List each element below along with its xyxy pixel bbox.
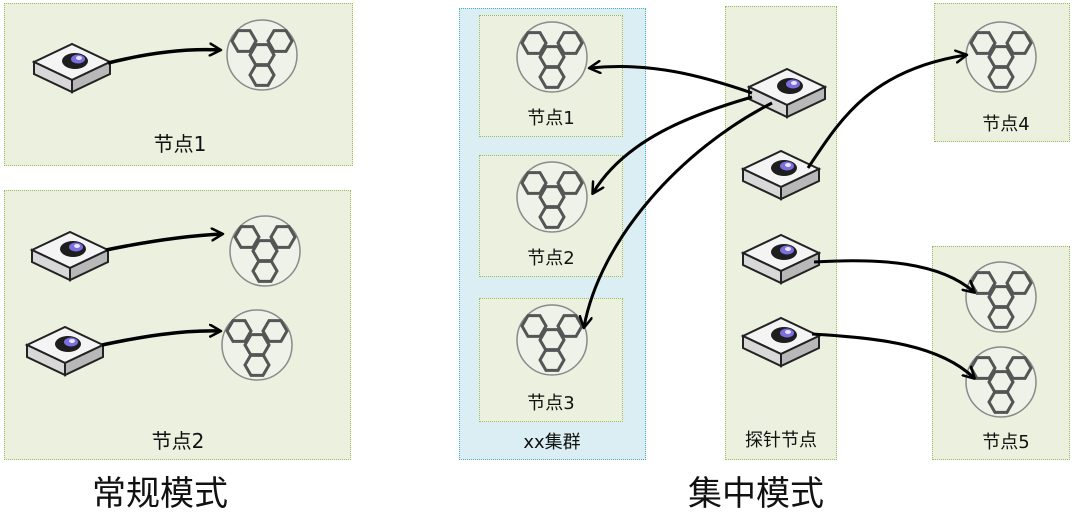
node4-label: 节点4: [982, 114, 1030, 135]
cluster-node2-label: 节点2: [527, 248, 575, 269]
hexagon-cluster-icon: [515, 160, 589, 234]
cluster-node3-label: 节点3: [527, 393, 575, 414]
arrow-icon: [101, 331, 220, 347]
probe-device-icon: [742, 234, 820, 284]
hexagon-cluster-icon: [228, 214, 302, 288]
mode-title-left: 常规模式: [92, 474, 228, 514]
hexagon-cluster-icon: [225, 18, 299, 92]
diagram-canvas: [26, 18, 1038, 419]
probe-device-icon: [33, 43, 111, 93]
arrow-icon: [105, 234, 222, 252]
hexagon-cluster-icon: [964, 260, 1038, 334]
arrow-icon: [806, 55, 966, 169]
probe-device-icon: [26, 326, 104, 376]
arrow-icon: [811, 332, 974, 378]
probe-device-icon: [31, 231, 109, 281]
hexagon-cluster-icon: [964, 20, 1038, 94]
node1-label: 节点1: [153, 132, 207, 156]
mode-title-right: 集中模式: [688, 474, 824, 514]
probe-device-icon: [742, 150, 820, 200]
probe-device-icon: [742, 317, 820, 367]
cluster-node1-label: 节点1: [527, 108, 575, 129]
arrow-icon: [813, 259, 974, 292]
hexagon-cluster-icon: [220, 308, 294, 382]
arrow-icon: [107, 50, 220, 65]
node2-label: 节点2: [151, 429, 205, 453]
probe-node-label: 探针节点: [745, 430, 817, 451]
cluster-label: xx集群: [523, 432, 581, 453]
arrow-icon: [584, 101, 773, 327]
hexagon-cluster-icon: [515, 303, 589, 377]
hexagon-cluster-icon: [515, 20, 589, 94]
arrow-icon: [593, 95, 753, 193]
arrow-icon: [590, 67, 753, 95]
hexagon-cluster-icon: [964, 345, 1038, 419]
node5-label: 节点5: [982, 432, 1030, 453]
